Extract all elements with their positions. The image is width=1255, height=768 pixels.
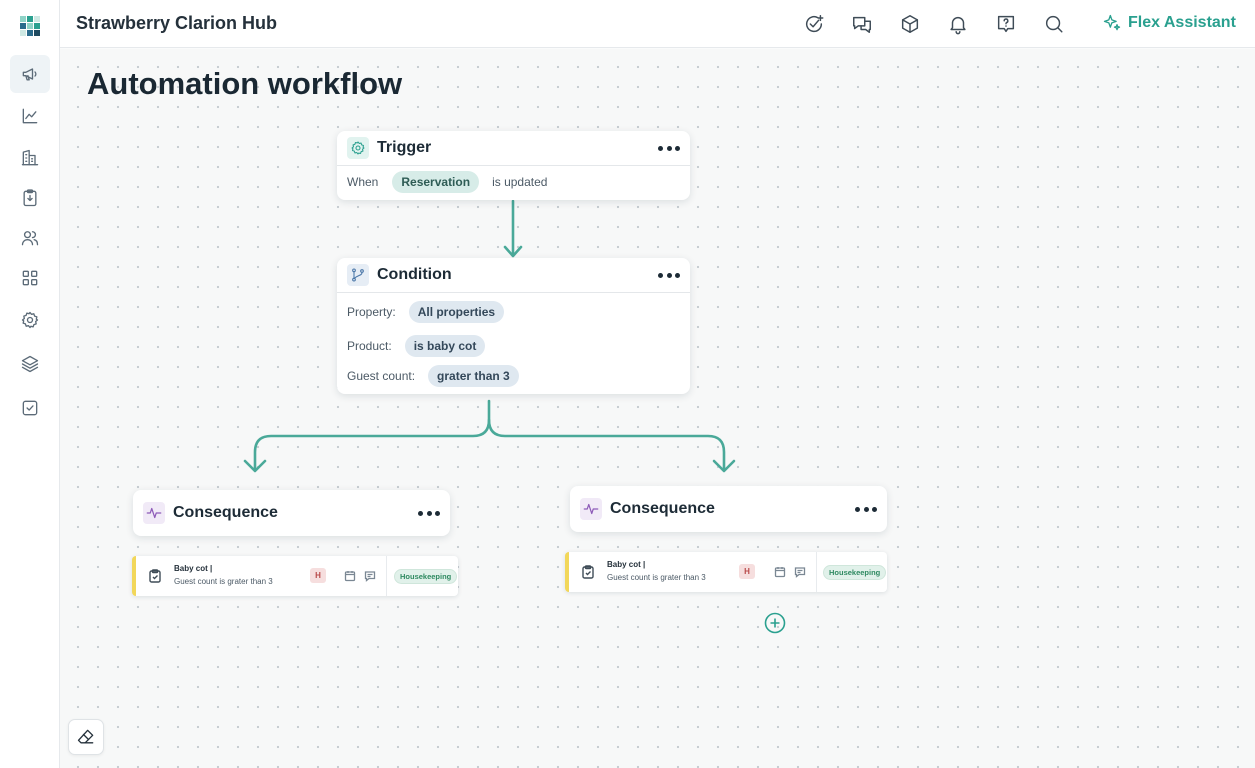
activity-icon xyxy=(580,498,602,520)
chat-icon xyxy=(853,16,871,33)
activity-icon xyxy=(143,502,165,524)
clipboard-icon xyxy=(581,565,595,579)
task-subtitle: Guest count is grater than 3 xyxy=(607,573,706,582)
inventory-button[interactable] xyxy=(897,11,923,37)
page-title: Automation workflow xyxy=(87,66,403,101)
consequence-task-right[interactable]: Baby cot | Guest count is grater than 3 … xyxy=(565,552,887,592)
top-bar: Strawberry Clarion Hub Flex Assistant xyxy=(60,0,1255,48)
consequence-title: Consequence xyxy=(610,500,715,517)
calendar-icon[interactable] xyxy=(344,569,356,582)
sparkle-icon xyxy=(1103,14,1121,31)
condition-label: Product: xyxy=(347,339,392,353)
trigger-entity-pill[interactable]: Reservation xyxy=(392,171,480,193)
trigger-card-header: Trigger xyxy=(337,131,690,166)
consequence-more-button[interactable] xyxy=(418,505,440,521)
task-title: Baby cot | xyxy=(174,564,213,573)
sidebar-item-analytics[interactable] xyxy=(16,102,44,130)
condition-label: Property: xyxy=(347,305,396,319)
sidebar-item-checklist[interactable] xyxy=(16,394,44,422)
app-title: Strawberry Clarion Hub xyxy=(76,13,278,33)
condition-value-pill[interactable]: grater than 3 xyxy=(428,365,519,387)
task-divider xyxy=(386,556,387,596)
task-title: Baby cot | xyxy=(607,560,646,569)
sidebar-item-layers[interactable] xyxy=(16,350,44,378)
condition-card-header: Condition xyxy=(337,258,690,293)
flex-assistant-button[interactable]: Flex Assistant xyxy=(1102,13,1236,33)
consequence-title: Consequence xyxy=(173,504,278,521)
layers-icon xyxy=(21,355,39,373)
clipboard-icon xyxy=(148,569,162,583)
clipboard-icon xyxy=(23,189,37,207)
trigger-settings-icon xyxy=(347,137,369,159)
eraser-tool-button[interactable] xyxy=(68,719,104,755)
messages-button[interactable] xyxy=(849,11,875,37)
notifications-button[interactable] xyxy=(945,11,971,37)
sidebar-item-tasks[interactable] xyxy=(16,184,44,212)
condition-title: Condition xyxy=(377,266,452,283)
task-priority-badge: H xyxy=(739,564,755,579)
help-button[interactable] xyxy=(993,11,1019,37)
condition-row-property: Property: All properties xyxy=(347,301,505,323)
plus-circle-icon xyxy=(764,612,786,634)
add-step-button[interactable] xyxy=(764,612,786,634)
trigger-when-label: When xyxy=(347,175,379,189)
megaphone-icon xyxy=(22,68,37,81)
chart-icon xyxy=(22,108,38,124)
bell-icon xyxy=(950,16,966,35)
sidebar-item-campaigns[interactable] xyxy=(10,55,50,93)
department-badge: Housekeeping xyxy=(823,565,887,580)
add-task-button[interactable] xyxy=(801,11,827,37)
search-button[interactable] xyxy=(1041,11,1067,37)
department-badge: Housekeeping xyxy=(394,569,458,584)
task-priority-badge: H xyxy=(310,568,326,583)
cube-icon xyxy=(901,15,919,33)
condition-more-button[interactable] xyxy=(658,267,680,283)
consequence-card-right[interactable]: Consequence xyxy=(570,486,887,532)
trigger-card[interactable]: Trigger When Reservation is updated xyxy=(337,131,690,200)
sidebar-item-settings[interactable] xyxy=(16,306,44,334)
users-icon xyxy=(21,231,39,246)
consequence-card-left[interactable]: Consequence xyxy=(133,490,450,536)
condition-row-product: Product: is baby cot xyxy=(347,335,486,357)
branch-icon xyxy=(347,264,369,286)
grid-icon xyxy=(22,270,38,286)
sidebar-item-properties[interactable] xyxy=(16,144,44,172)
sidebar xyxy=(0,0,60,768)
condition-label: Guest count: xyxy=(347,369,416,383)
task-divider xyxy=(816,552,817,592)
comment-icon[interactable] xyxy=(364,569,376,582)
eraser-icon xyxy=(77,729,94,744)
consequence-more-button[interactable] xyxy=(855,501,877,517)
building-icon xyxy=(21,149,39,166)
sidebar-item-apps[interactable] xyxy=(16,264,44,292)
sidebar-item-guests[interactable] xyxy=(16,224,44,252)
help-icon xyxy=(997,15,1015,33)
app-logo[interactable] xyxy=(18,14,42,38)
checkbox-icon xyxy=(22,400,38,416)
condition-value-pill[interactable]: All properties xyxy=(408,301,505,323)
trigger-more-button[interactable] xyxy=(658,140,680,156)
calendar-icon[interactable] xyxy=(774,565,786,578)
consequence-task-left[interactable]: Baby cot | Guest count is grater than 3 … xyxy=(132,556,458,596)
search-icon xyxy=(1045,15,1063,33)
trigger-rule: When Reservation is updated xyxy=(347,171,547,193)
comment-icon[interactable] xyxy=(794,565,806,578)
condition-value-pill[interactable]: is baby cot xyxy=(404,335,486,357)
trigger-title: Trigger xyxy=(377,139,432,156)
condition-row-guest-count: Guest count: grater than 3 xyxy=(347,365,519,387)
trigger-event-label: is updated xyxy=(492,175,548,189)
settings-icon xyxy=(21,311,39,329)
task-subtitle: Guest count is grater than 3 xyxy=(174,577,273,586)
check-plus-icon xyxy=(805,15,824,33)
condition-card[interactable]: Condition Property: All properties Produ… xyxy=(337,258,690,394)
flex-assistant-label: Flex Assistant xyxy=(1128,14,1236,31)
